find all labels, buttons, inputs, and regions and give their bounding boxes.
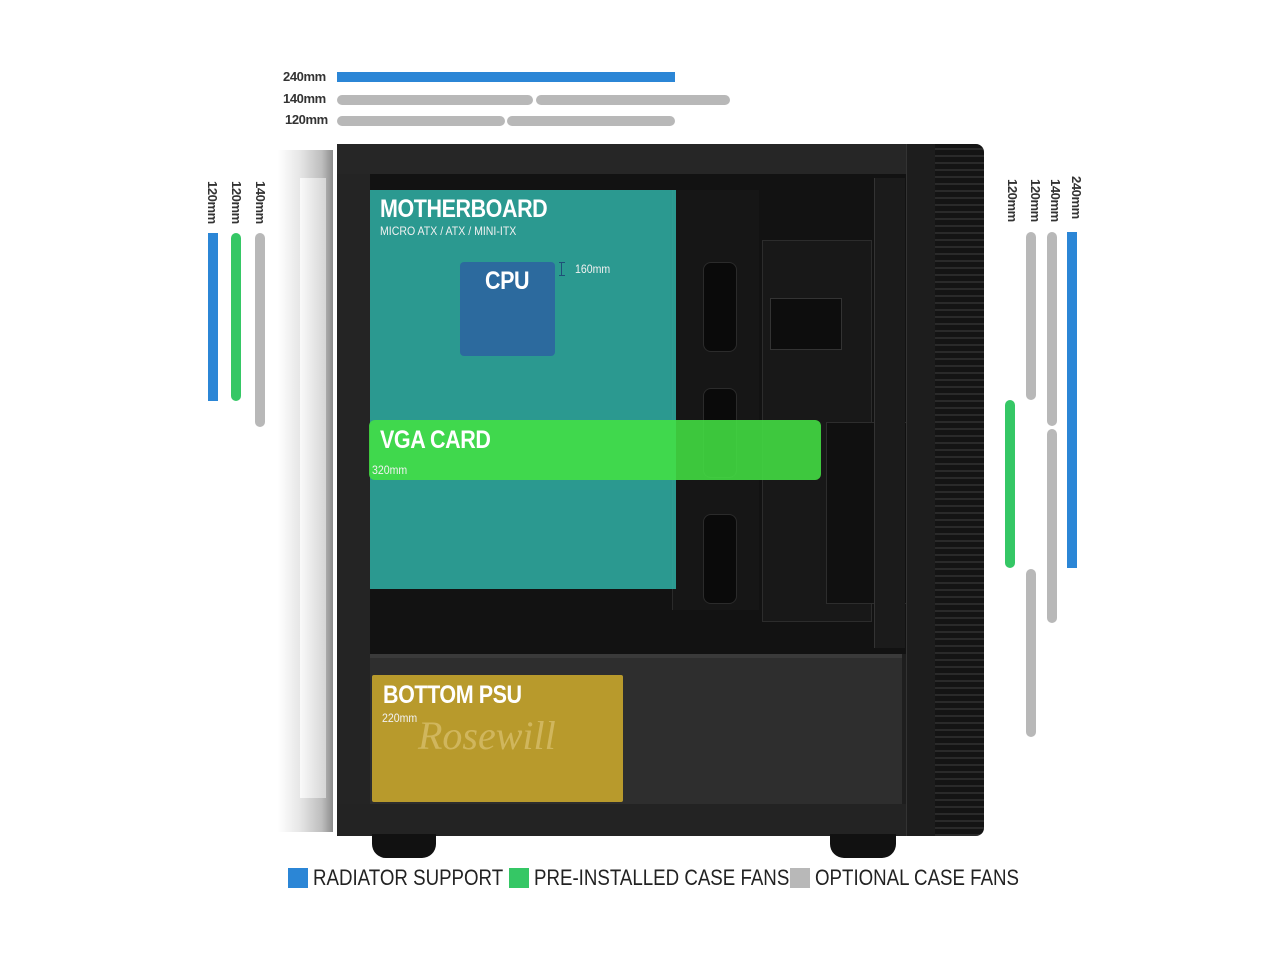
top-optional-bar-120-b (507, 116, 675, 126)
legend-item-preinstalled: PRE-INSTALLED CASE FANS (509, 865, 834, 890)
case-left-frame (337, 144, 370, 836)
top-optional-bar-140-a (337, 95, 533, 105)
vga-title: VGA CARD (380, 426, 491, 454)
psu-zone (372, 675, 623, 802)
top-mount-label-240: 240mm (283, 69, 326, 84)
ssd-bracket (770, 298, 842, 350)
top-mount-label-120: 120mm (285, 112, 328, 127)
front-mount-label-optional-140: 140mm (253, 181, 268, 224)
rear-optional-bar-120-b (1026, 569, 1036, 737)
motherboard-subtitle: MICRO ATX / ATX / MINI-ITX (380, 224, 517, 238)
motherboard-zone (370, 190, 676, 589)
front-radiator-bar-120 (208, 233, 218, 401)
top-optional-bar-120-a (337, 116, 505, 126)
cpu-clearance-icon (559, 262, 565, 276)
legend-label-optional: OPTIONAL CASE FANS (815, 865, 1020, 890)
psu-shroud-edge (370, 654, 902, 658)
rear-mount-label-preinstalled-120: 120mm (1005, 179, 1020, 222)
top-mount-label-140: 140mm (283, 91, 326, 106)
rear-preinstalled-bar-120 (1005, 400, 1015, 568)
rear-mount-label-radiator-240: 240mm (1069, 176, 1084, 219)
cable-cutout (703, 514, 737, 604)
motherboard-title: MOTHERBOARD (380, 195, 548, 223)
vga-length: 320mm (372, 463, 408, 477)
legend-label-radiator: RADIATOR SUPPORT (313, 865, 504, 890)
rear-optional-bar-140-a (1047, 232, 1057, 426)
top-radiator-bar-240 (337, 72, 675, 82)
case-foot-right (830, 834, 896, 858)
front-mount-label-preinstalled-120: 120mm (229, 181, 244, 224)
case-bottom-frame (337, 804, 937, 836)
legend-swatch-radiator (288, 868, 308, 888)
rear-mount-label-optional-140: 140mm (1048, 179, 1063, 222)
expansion-bracket-column (874, 178, 905, 648)
front-panel-frame (906, 144, 935, 836)
front-optional-bar-140 (255, 233, 265, 427)
front-preinstalled-bar-120 (231, 233, 241, 401)
cpu-zone (460, 262, 555, 356)
psu-length: 220mm (382, 711, 418, 725)
rear-optional-bar-140-b (1047, 429, 1057, 623)
rear-radiator-bar-240 (1067, 232, 1077, 568)
front-mount-label-radiator-120: 120mm (205, 181, 220, 224)
rear-optional-bar-120-a (1026, 232, 1036, 400)
legend-swatch-optional (790, 868, 810, 888)
top-optional-bar-140-b (536, 95, 730, 105)
case-top-frame (337, 144, 937, 174)
psu-title: BOTTOM PSU (383, 681, 522, 709)
legend-item-radiator: RADIATOR SUPPORT (288, 865, 537, 890)
legend-item-optional: OPTIONAL CASE FANS (790, 865, 1055, 890)
front-mesh-panel (932, 144, 984, 836)
rosewill-logo: Rosewill (418, 713, 556, 758)
glass-panel-reflection (300, 178, 326, 798)
legend-label-preinstalled: PRE-INSTALLED CASE FANS (534, 865, 790, 890)
legend-swatch-preinstalled (509, 868, 529, 888)
rear-mount-label-optional-120: 120mm (1028, 179, 1043, 222)
case-foot-left (372, 834, 436, 858)
vga-zone (369, 420, 821, 480)
cpu-title: CPU (485, 267, 530, 295)
cable-cutout (703, 262, 737, 352)
cpu-clearance: 160mm (575, 262, 611, 276)
